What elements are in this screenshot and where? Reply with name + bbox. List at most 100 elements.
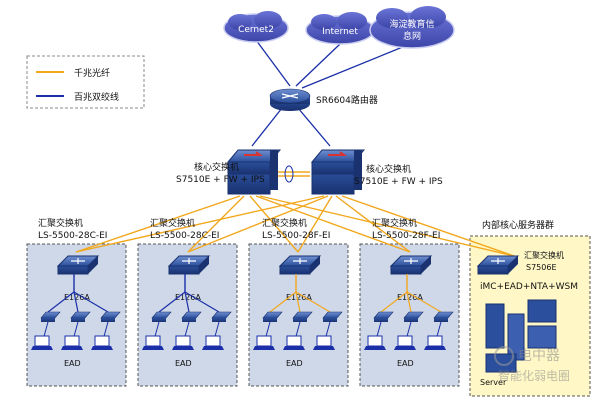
laptop-icon — [364, 335, 386, 350]
core-right-line1: 核心交换机 — [366, 163, 411, 175]
group-3-title-line2: LS-5500-28F-EI — [262, 231, 330, 241]
access-link — [269, 291, 297, 313]
router-core-links — [251, 107, 331, 147]
cloud-cernet2: Cernet2 — [223, 11, 289, 43]
access-link — [47, 291, 75, 313]
access-switch — [433, 311, 454, 322]
access-switch — [151, 311, 172, 322]
router: SR6604路由器 — [269, 88, 378, 111]
legend: 千兆光纤 百兆双绞线 — [26, 55, 145, 109]
watermark-line1: 电中器 — [518, 348, 560, 364]
group-1-title-line1: 汇聚交换机 — [38, 217, 83, 229]
access-link — [73, 291, 109, 313]
access-switch — [70, 311, 91, 322]
cloud-label: Cernet2 — [238, 25, 274, 35]
router-label: SR6604路由器 — [316, 94, 378, 106]
server-label: Server — [480, 378, 507, 387]
group-1-title-line2: LS-5500-28C-EI — [38, 231, 107, 241]
server-rack-icon — [485, 299, 557, 373]
access-switch — [262, 311, 283, 322]
access-switch — [100, 311, 121, 322]
core-switch-left: 核心交换机 S7510E + FW + IPS — [176, 149, 282, 195]
legend-twisted-pair-label: 百兆双绞线 — [74, 91, 119, 103]
core-left-line1: 核心交换机 — [194, 161, 239, 173]
server-switch-line1: 汇聚交换机 — [524, 250, 564, 260]
firewall-arrow-icon — [328, 151, 347, 156]
access-link — [380, 291, 408, 313]
group-4-title-line2: LS-5500-28F-EI — [372, 231, 440, 241]
laptop-icon — [394, 335, 416, 350]
distribution-switch — [278, 255, 322, 275]
access-switch — [373, 311, 394, 322]
distribution-group-2: E126A EAD — [142, 255, 232, 368]
legend-box — [26, 55, 145, 109]
server-switch-line2: S7506E — [526, 263, 557, 272]
access-link — [158, 291, 186, 313]
legend-fiber-label: 千兆光纤 — [74, 67, 110, 79]
distribution-groups: E126A EAD E126A EAD E126A EAD E126A EAD — [31, 255, 454, 368]
cloud-label-line1: 海淀教育信 — [389, 18, 434, 30]
access-link — [406, 291, 442, 313]
cloud-haidian-education-net: 海淀教育信 息网 — [369, 6, 455, 49]
server-zone: 汇聚交换机 S7506E iMC+EAD+NTA+WSM Server — [476, 250, 578, 387]
access-switch-label: E126A — [175, 293, 201, 302]
group-2-title-line2: LS-5500-28C-EI — [150, 231, 219, 241]
group-2-title-line1: 汇聚交换机 — [150, 217, 195, 229]
core-right-line2: S7510E + FW + IPS — [354, 177, 443, 187]
firewall-arrow-icon — [244, 151, 263, 156]
access-switch — [292, 311, 313, 322]
watermark: 电中器 智能化弱电圈 — [494, 346, 570, 383]
laptop-icon — [253, 335, 275, 350]
access-switch — [403, 311, 424, 322]
laptop-icon — [91, 335, 113, 350]
server-zone-switch — [476, 255, 520, 275]
core-distribution-links — [75, 195, 515, 257]
group-footer-label: EAD — [175, 359, 192, 368]
cloud-label: Internet — [322, 27, 358, 37]
distribution-group-1: E126A EAD — [31, 255, 121, 368]
laptop-icon — [61, 335, 83, 350]
access-link — [295, 291, 331, 313]
laptop-icon — [424, 335, 446, 350]
access-switch — [211, 311, 232, 322]
core-interconnect — [274, 165, 310, 183]
core-switch-right: 核心交换机 S7510E + FW + IPS — [310, 149, 443, 195]
group-footer-label: EAD — [397, 359, 414, 368]
distribution-group-4: E126A EAD — [364, 255, 454, 368]
access-switch-label: E126A — [64, 293, 90, 302]
access-switch-label: E126A — [286, 293, 312, 302]
laptop-icon — [172, 335, 194, 350]
access-link — [73, 291, 79, 313]
access-switch — [40, 311, 61, 322]
cloud-links — [255, 39, 411, 89]
laptop-icon — [283, 335, 305, 350]
distribution-switch — [167, 255, 211, 275]
access-link — [406, 291, 412, 313]
group-3-title-line1: 汇聚交换机 — [262, 217, 307, 229]
access-switch — [322, 311, 343, 322]
access-switch-label: E126A — [397, 293, 423, 302]
access-link — [184, 291, 220, 313]
laptop-icon — [31, 335, 53, 350]
router-arrows-icon — [281, 93, 299, 99]
cloud-internet: Internet — [305, 12, 375, 45]
distribution-switch — [56, 255, 100, 275]
distribution-group-3: E126A EAD — [253, 255, 343, 368]
access-link — [184, 291, 190, 313]
access-switch — [181, 311, 202, 322]
group-4-title-line1: 汇聚交换机 — [372, 217, 417, 229]
access-link — [295, 291, 301, 313]
server-services: iMC+EAD+NTA+WSM — [480, 282, 578, 292]
laptop-icon — [142, 335, 164, 350]
distribution-switch — [389, 255, 433, 275]
watermark-logo-icon — [494, 346, 514, 366]
group-footer-label: EAD — [286, 359, 303, 368]
server-zone-title: 内部核心服务器群 — [482, 219, 554, 231]
cloud-label-line2: 息网 — [403, 30, 421, 42]
group-footer-label: EAD — [64, 359, 81, 368]
watermark-line2: 智能化弱电圈 — [498, 368, 570, 383]
group-titles: 汇聚交换机 LS-5500-28C-EI 汇聚交换机 LS-5500-28C-E… — [38, 217, 554, 241]
laptop-icon — [313, 335, 335, 350]
